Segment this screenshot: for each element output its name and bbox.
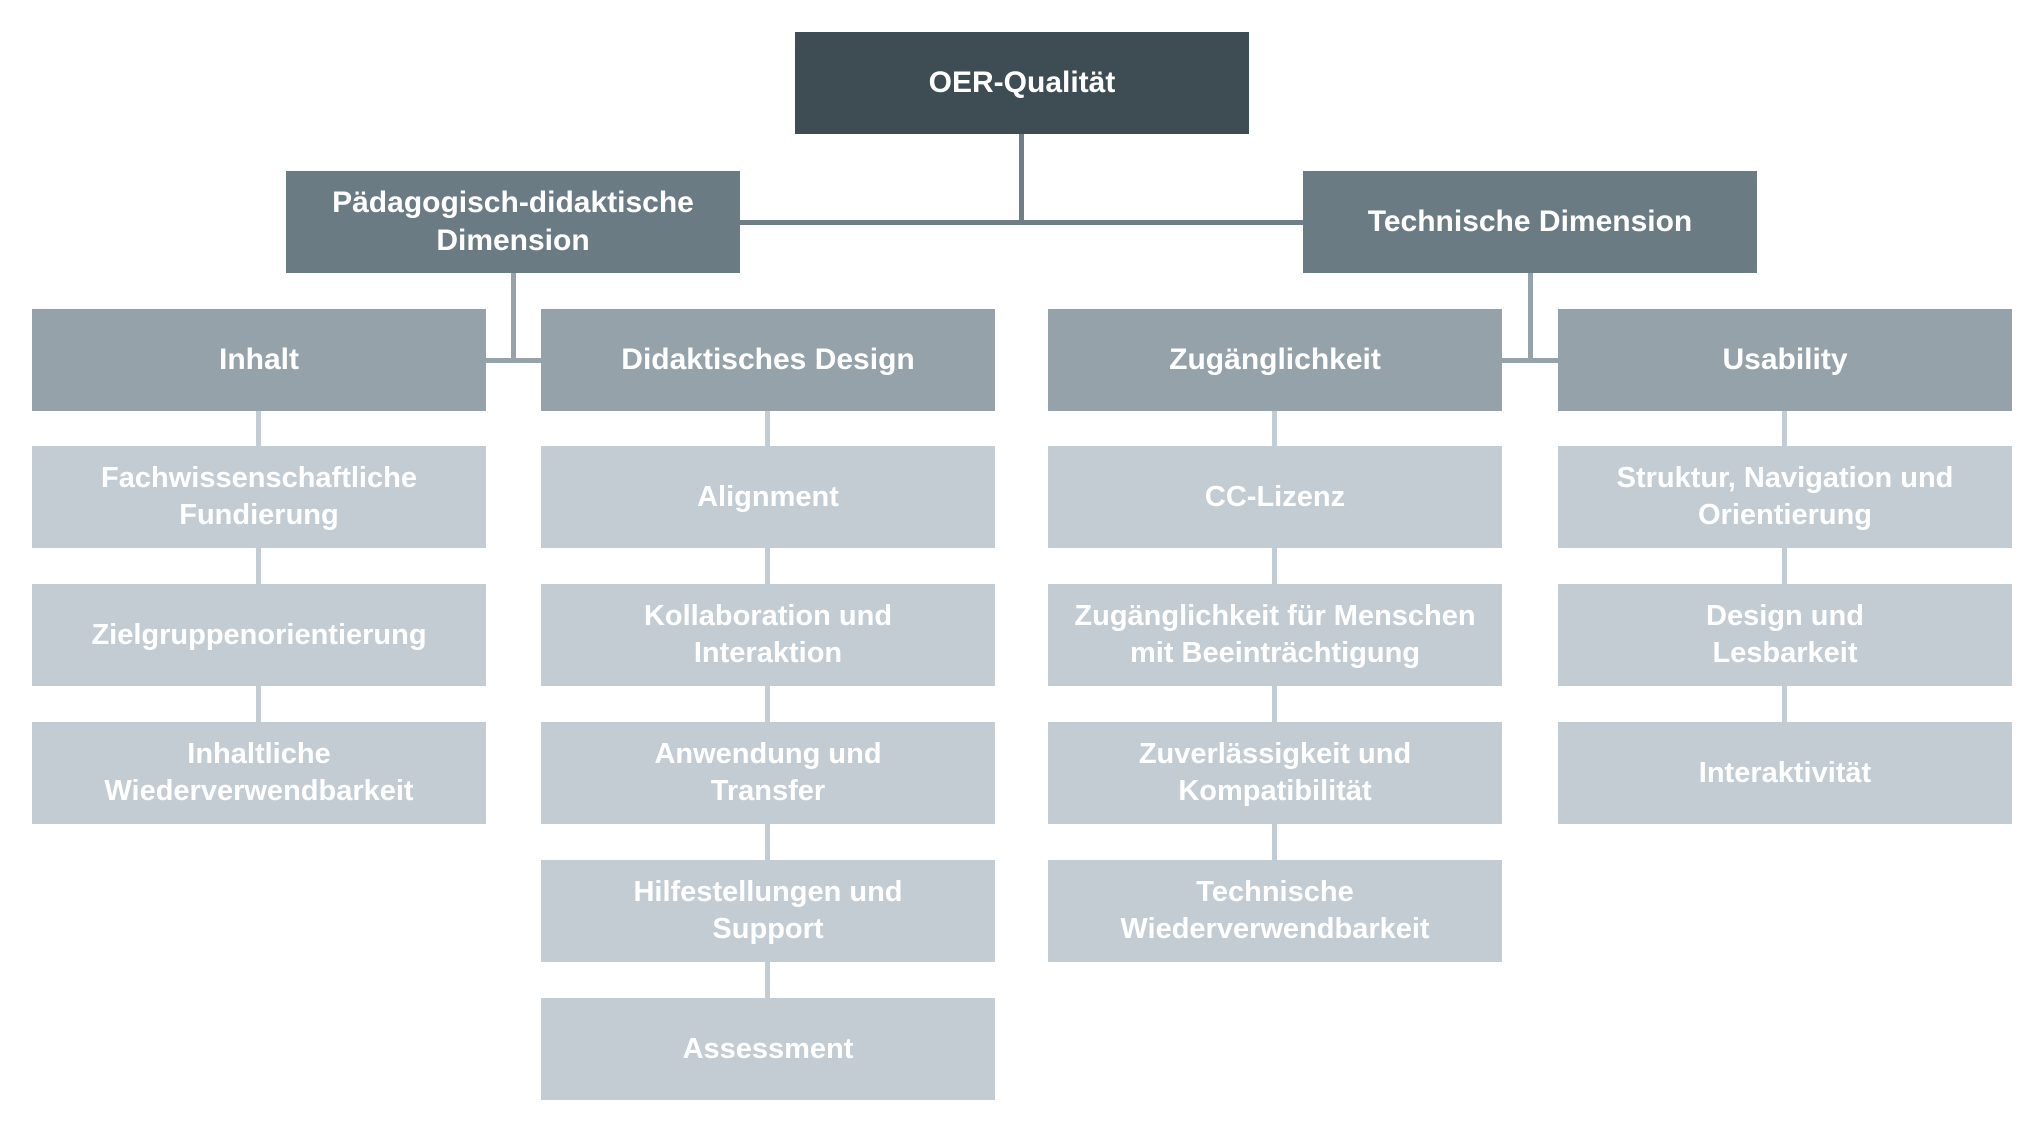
connector-col4-seg3	[1782, 686, 1787, 722]
connector-dim1-drop	[511, 273, 516, 363]
node-zugaenglichkeit-beeintraechtigung: Zugänglichkeit für Menschen mit Beeinträ…	[1048, 584, 1502, 686]
connector-col2-seg2	[765, 548, 770, 584]
node-struktur-navigation-orientierung: Struktur, Navigation und Orientierung	[1558, 446, 2012, 548]
connector-dim2-span	[1502, 358, 1558, 363]
connector-col2-seg4	[765, 824, 770, 860]
connector-root-drop	[1019, 134, 1024, 225]
connector-dim1-span	[486, 358, 541, 363]
connector-col4-seg2	[1782, 548, 1787, 584]
connector-col4-seg1	[1782, 411, 1787, 446]
node-anwendung-und-transfer: Anwendung und Transfer	[541, 722, 995, 824]
connector-col3-seg4	[1272, 824, 1277, 860]
node-paedagogisch-didaktische-dimension: Pädagogisch-didaktische Dimension	[286, 171, 740, 273]
connector-col3-seg3	[1272, 686, 1277, 722]
node-design-und-lesbarkeit: Design und Lesbarkeit	[1558, 584, 2012, 686]
connector-col2-seg5	[765, 962, 770, 998]
connector-col1-seg2	[256, 548, 261, 584]
connector-col1-seg3	[256, 686, 261, 722]
node-hilfestellungen-und-support: Hilfestellungen und Support	[541, 860, 995, 962]
node-fachwissenschaftliche-fundierung: Fachwissenschaftliche Fundierung	[32, 446, 486, 548]
node-technische-wiederverwendbarkeit: Technische Wiederverwendbarkeit	[1048, 860, 1502, 962]
connector-col1-seg1	[256, 411, 261, 446]
connector-col3-seg1	[1272, 411, 1277, 446]
node-oer-qualitaet: OER-Qualität	[795, 32, 1249, 134]
node-interaktivitaet: Interaktivität	[1558, 722, 2012, 824]
node-inhaltliche-wiederverwendbarkeit: Inhaltliche Wiederverwendbarkeit	[32, 722, 486, 824]
connector-dim2-drop	[1528, 273, 1533, 363]
node-zuverlaessigkeit-und-kompatibilitaet: Zuverlässigkeit und Kompatibilität	[1048, 722, 1502, 824]
node-didaktisches-design: Didaktisches Design	[541, 309, 995, 411]
node-technische-dimension: Technische Dimension	[1303, 171, 1757, 273]
connector-col2-seg1	[765, 411, 770, 446]
node-usability: Usability	[1558, 309, 2012, 411]
node-alignment: Alignment	[541, 446, 995, 548]
node-cc-lizenz: CC-Lizenz	[1048, 446, 1502, 548]
connector-root-span	[740, 220, 1303, 225]
connector-col3-seg2	[1272, 548, 1277, 584]
connector-col2-seg3	[765, 686, 770, 722]
node-inhalt: Inhalt	[32, 309, 486, 411]
node-zielgruppenorientierung: Zielgruppenorientierung	[32, 584, 486, 686]
node-zugaenglichkeit: Zugänglichkeit	[1048, 309, 1502, 411]
node-kollaboration-und-interaktion: Kollaboration und Interaktion	[541, 584, 995, 686]
node-assessment: Assessment	[541, 998, 995, 1100]
